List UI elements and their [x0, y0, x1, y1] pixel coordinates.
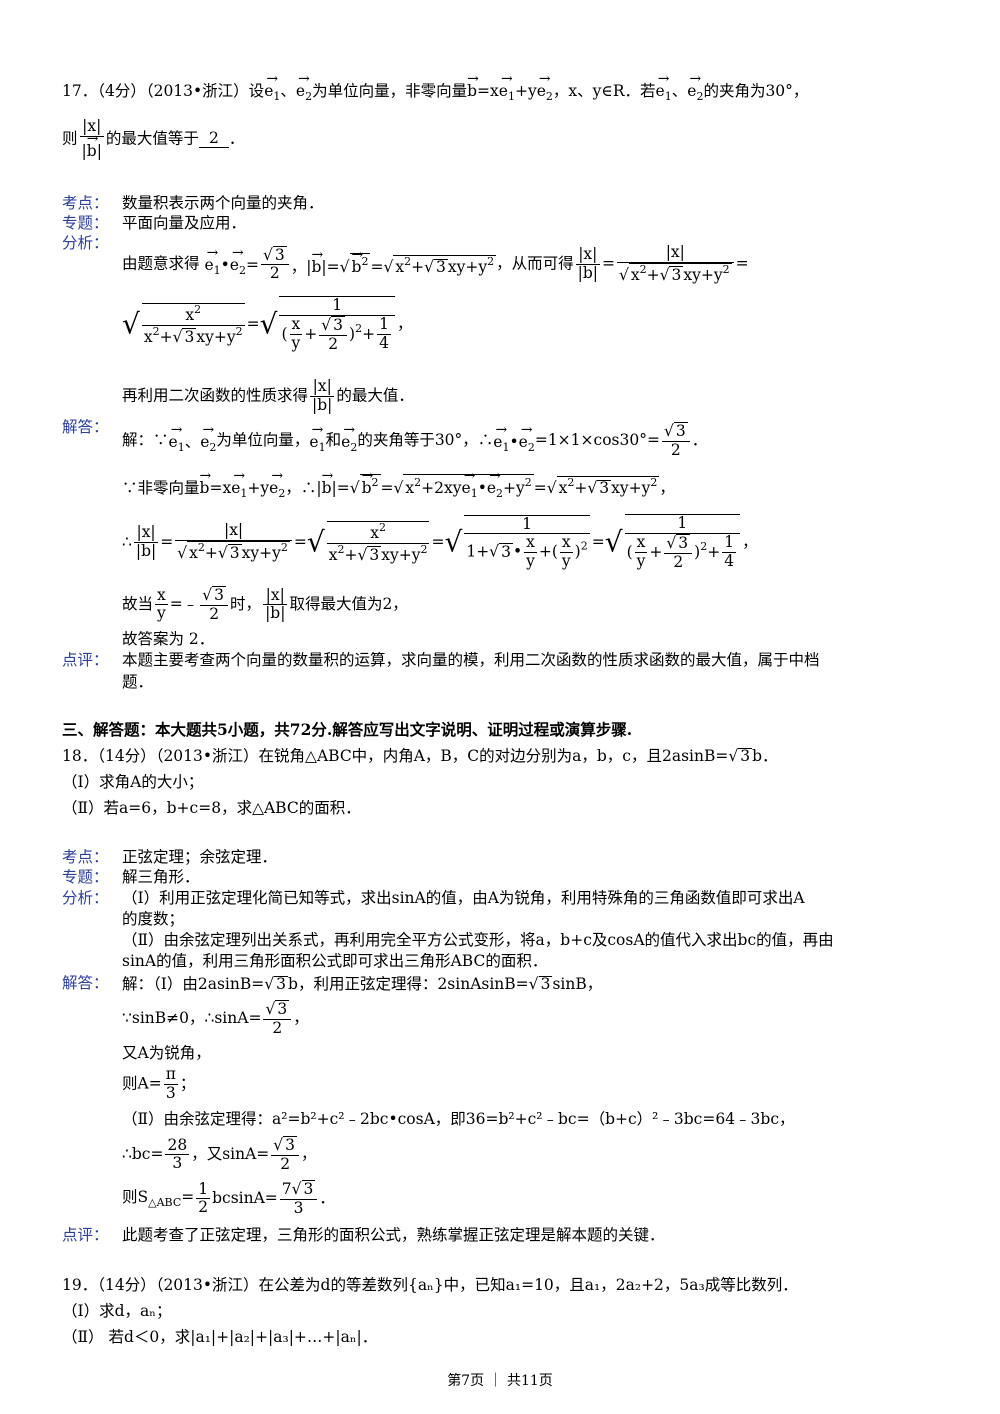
section3-title: 三、解答题：本大题共5小题，共72分.解答应写出文字说明、证明过程或演算步骤. — [62, 720, 633, 739]
q17-dianping-2: 题． — [122, 673, 154, 691]
page-footer: 第7页 ｜ 共11页 — [447, 1373, 553, 1389]
q18-jieda-5: （Ⅱ）由余弦定理得：a²=b²+c²﹣2bc•cosA，即36=b²+c²﹣bc… — [122, 1110, 795, 1128]
q17-fenxi-line3: 再利用二次函数的性质求得|x||b|的最大值． — [122, 377, 414, 414]
q18-dianping-label: 点评： — [62, 1226, 109, 1244]
q18-kaodian-label: 考点： — [62, 848, 109, 866]
q18-part1: （Ⅰ）求角A的大小； — [62, 773, 204, 791]
q18-jieda-3: 又A为锐角， — [122, 1044, 211, 1062]
q17-fenxi-line1: 由题意求得 e1•e2=√32，|b|=√b2=√x2+√3xy+y2，从而可得… — [122, 243, 749, 285]
q17-fenxi-label: 分析： — [62, 234, 109, 252]
q18-fenxi-1: （Ⅰ）利用正弦定理化简已知等式，求出sinA的值，由A为锐角，利用特殊角的三角函… — [122, 889, 805, 907]
q17-jieda-line1: 解：∵e1、e2为单位向量，e1和e2的夹角等于30°，∴e1•e2=1×1×c… — [122, 422, 707, 460]
q18-dianping: 此题考查了正弦定理，三角形的面积公式，熟练掌握正弦定理是解本题的关键． — [122, 1226, 665, 1244]
q18-fenxi-2: 的度数； — [122, 910, 185, 928]
q17-answer: 2 — [198, 131, 229, 148]
q19-stem: 19．（14分）（2013•浙江）在公差为d的等差数列{aₙ}中，已知a₁=10… — [62, 1276, 798, 1294]
q17-kaodian-label: 考点： — [62, 194, 109, 212]
q17-jieda-line6: 故答案为 2． — [122, 630, 215, 648]
q19-part1: （Ⅰ）求d，aₙ； — [62, 1302, 172, 1320]
q17-kaodian: 数量积表示两个向量的夹角． — [122, 194, 324, 212]
q18-kaodian: 正弦定理；余弦定理． — [122, 848, 278, 866]
q18-part2: （Ⅱ）若a=6，b+c=8，求△ABC的面积． — [62, 799, 361, 817]
q17-jieda-label: 解答： — [62, 418, 109, 436]
q17-dianping-label: 点评： — [62, 651, 109, 669]
q18-zhuanti-label: 专题： — [62, 868, 109, 886]
q18-stem: 18．（14分）（2013•浙江）在锐角△ABC中，内角A，B，C的对边分别为a… — [62, 747, 778, 765]
q17-dianping-1: 本题主要考查两个向量的数量积的运算，求向量的模，利用二次函数的性质求函数的最大值… — [122, 651, 820, 669]
q17-zhuanti: 平面向量及应用． — [122, 214, 247, 232]
q18-fenxi-3: （Ⅱ）由余弦定理列出关系式，再利用完全平方公式变形，将a，b+c及cosA的值代… — [122, 931, 834, 949]
q17-jieda-line2: ∵非零向量b=xe1+ye2，∴|b|=√b2=√x2+2xye1•e2+y2=… — [122, 469, 675, 499]
q18-zhuanti: 解三角形． — [122, 868, 200, 886]
q18-jieda-label: 解答： — [62, 974, 109, 992]
q17-stem: 17．（4分）（2013•浙江）设e1、e2为单位向量，非零向量b=xe1+ye… — [62, 72, 808, 102]
q19-part2: （Ⅱ） 若d＜0，求|a₁|+|a₂|+|a₃|+…+|aₙ|． — [62, 1328, 378, 1346]
q18-fenxi-4: sinA的值，利用三角形面积公式即可求出三角形ABC的面积． — [122, 952, 548, 970]
q17-zhuanti-label: 专题： — [62, 214, 109, 232]
q18-fenxi-label: 分析： — [62, 889, 109, 907]
